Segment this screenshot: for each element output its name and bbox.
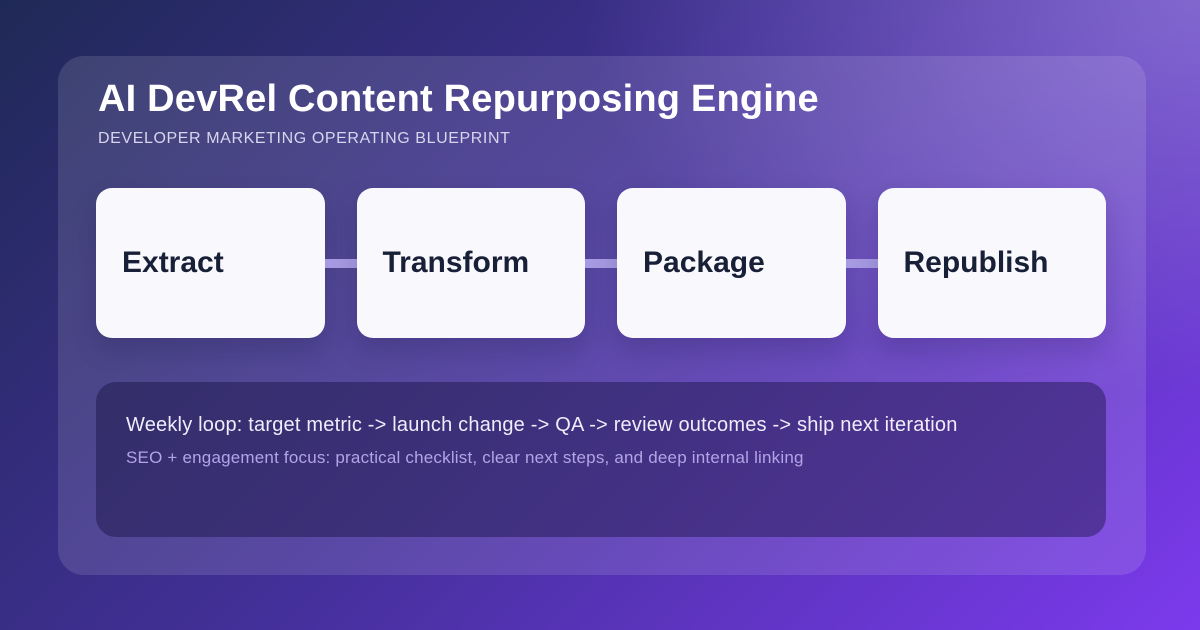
- flow-step-transform: Transform: [356, 188, 585, 338]
- flow-connector: [845, 258, 878, 268]
- flow-connector: [324, 258, 357, 268]
- flow-diagram: Extract Transform Package Republish: [96, 188, 1106, 338]
- weekly-loop-panel: Weekly loop: target metric -> launch cha…: [96, 382, 1106, 537]
- flow-step-republish: Republish: [877, 188, 1106, 338]
- content-card: AI DevRel Content Repurposing Engine DEV…: [58, 56, 1146, 575]
- page-subtitle: DEVELOPER MARKETING OPERATING BLUEPRINT: [98, 130, 511, 147]
- flow-step-package: Package: [617, 188, 846, 338]
- flow-step-extract: Extract: [96, 188, 325, 338]
- page-title: AI DevRel Content Repurposing Engine: [98, 78, 819, 120]
- flow-connector: [585, 258, 617, 268]
- seo-focus-text: SEO + engagement focus: practical checkl…: [126, 448, 804, 467]
- weekly-loop-text: Weekly loop: target metric -> launch cha…: [126, 414, 958, 436]
